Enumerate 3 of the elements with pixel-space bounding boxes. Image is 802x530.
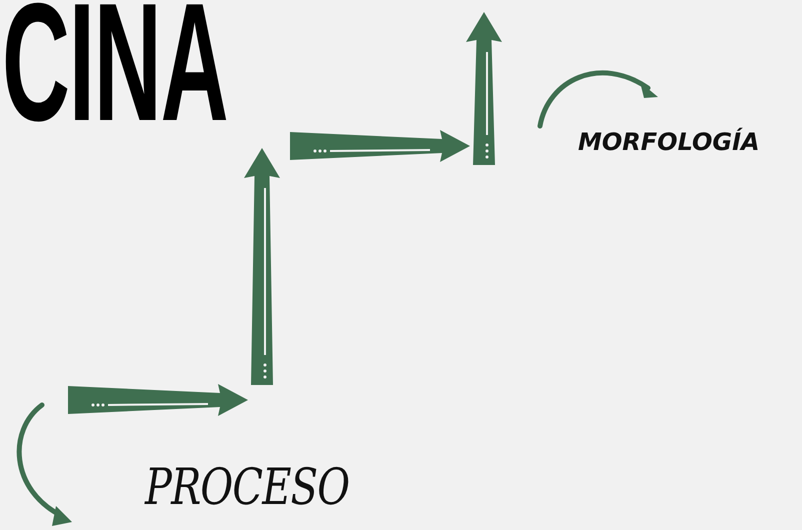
handwritten-label: PROCESO xyxy=(145,458,350,516)
title: CINA xyxy=(2,0,228,146)
topic-label: MORFOLOGÍA xyxy=(578,128,760,156)
